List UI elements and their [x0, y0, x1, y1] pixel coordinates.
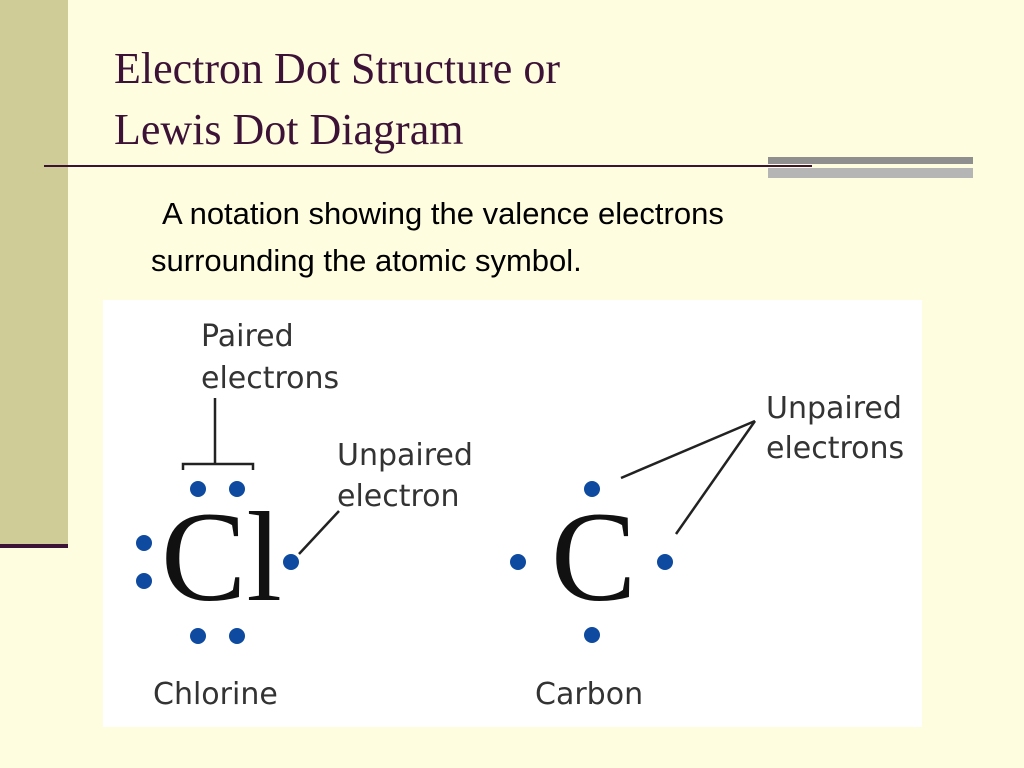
sidebar-rule	[0, 544, 68, 548]
cl-electron-dot	[136, 573, 152, 589]
slide-title-line-2: Lewis Dot Diagram	[114, 105, 464, 154]
slide-title-line-1: Electron Dot Structure or	[114, 44, 560, 93]
c-electron-dot	[584, 627, 600, 643]
cl-unpaired-label-line-2: electron	[337, 479, 460, 514]
c-unpaired-pointer-line	[620, 419, 756, 480]
slide-body-text: A notation showing the valence electrons…	[151, 190, 911, 284]
cl-electron-dot	[190, 628, 206, 644]
cl-electron-dot	[229, 481, 245, 497]
c-unpaired-pointer-line	[674, 420, 757, 535]
paired-label-line-2: electrons	[201, 361, 339, 396]
cl-unpaired-label-line-1: Unpaired	[337, 438, 473, 473]
carbon-name-label: Carbon	[535, 677, 643, 712]
paired-label-line-1: Paired	[201, 319, 294, 354]
c-electron-dot	[584, 481, 600, 497]
carbon-symbol: C	[551, 486, 636, 628]
cl-electron-dot	[190, 481, 206, 497]
c-electron-dot	[657, 554, 673, 570]
title-rule	[44, 165, 812, 167]
cl-electron-dot	[136, 535, 152, 551]
accent-bar-dark	[768, 157, 973, 164]
c-unpaired-label-line-1: Unpaired	[766, 391, 902, 426]
paired-electrons-bracket	[181, 398, 255, 470]
sidebar-band	[0, 0, 68, 546]
chlorine-name-label: Chlorine	[153, 677, 278, 712]
c-electron-dot	[510, 554, 526, 570]
body-line-1: A notation showing the valence electrons	[162, 196, 724, 231]
accent-bar-light	[768, 168, 973, 178]
slide-title: Electron Dot Structure or Lewis Dot Diag…	[114, 38, 560, 160]
chlorine-symbol: Cl	[161, 486, 282, 628]
lewis-diagram-figure: Paired electrons Unpaired electron Cl Ch…	[103, 300, 922, 727]
cl-unpaired-electron-dot	[283, 554, 299, 570]
c-unpaired-label-line-2: electrons	[766, 431, 904, 466]
lewis-diagram: Paired electrons Unpaired electron Cl Ch…	[136, 319, 904, 712]
cl-unpaired-pointer-line	[298, 510, 340, 555]
body-line-2: surrounding the atomic symbol.	[151, 243, 582, 278]
cl-electron-dot	[229, 628, 245, 644]
